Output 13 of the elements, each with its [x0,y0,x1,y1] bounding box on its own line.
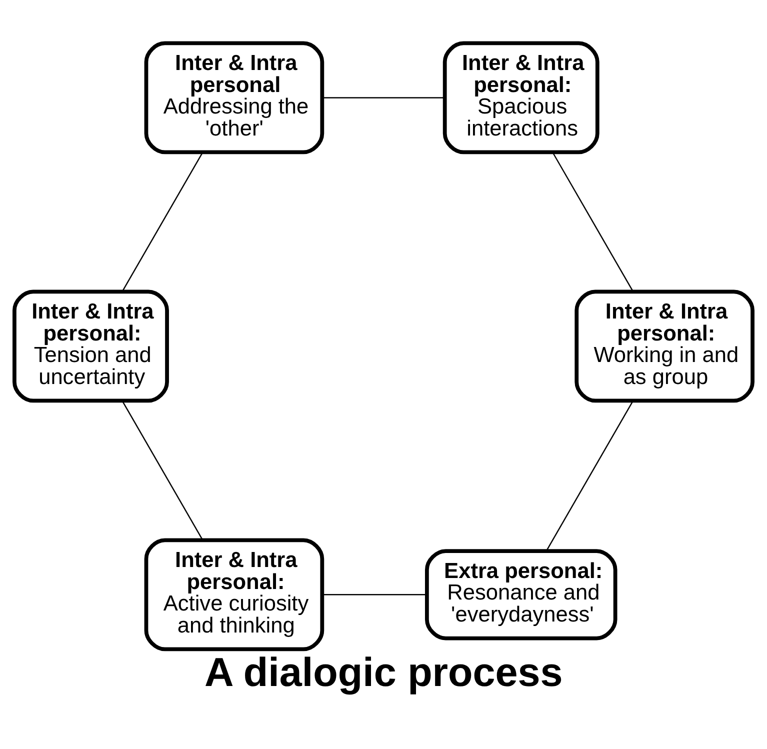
connector [546,400,634,551]
node-box: Inter & Intra personal: Spacious interactions [442,40,600,154]
node-box: Inter & Intra personal Addressing the 'other' [144,40,324,154]
connector [322,96,444,98]
node-box: Inter & Intra personal: Tension and uncertainty [12,289,169,402]
node-box: Inter & Intra personal: Working in and as group [574,289,754,402]
node-box: Extra personal: Resonance and 'everydayness' [425,548,618,640]
connector [552,151,634,292]
node-box: Inter & Intra personal: Active curiosity and thinking [144,538,324,651]
connector [122,152,204,292]
connector [322,594,427,595]
connector [122,400,204,540]
diagram-title: A dialogic process [204,648,563,695]
